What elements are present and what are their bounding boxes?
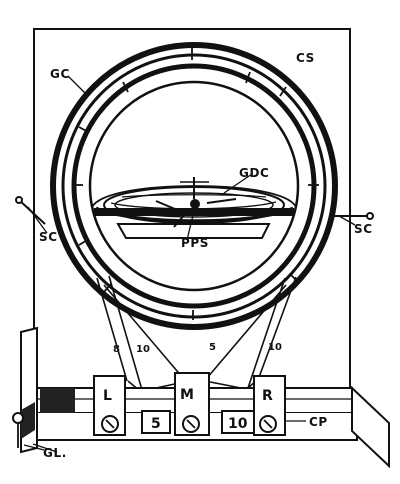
terminal-right[interactable]: R — [253, 375, 286, 436]
wire-label-left-8: 8 — [113, 344, 120, 355]
coil-box-right: 10 — [221, 410, 255, 434]
wire-label-right-10: 10 — [268, 342, 282, 353]
label-cs: CS — [296, 51, 315, 65]
terminal-left[interactable]: L — [93, 375, 126, 436]
galvanometer-coil-inner — [71, 63, 317, 309]
galvanometer-coil-middle — [61, 53, 327, 319]
wire-label-left-10: 10 — [136, 344, 150, 355]
graduated-dial — [91, 177, 297, 239]
label-gc: GC — [50, 67, 70, 81]
galvanometer-coil-outer — [50, 42, 338, 330]
label-leader-lines — [27, 75, 356, 453]
coil-box-left: 5 — [141, 410, 171, 434]
label-sc-right: SC — [354, 222, 373, 236]
label-sc-left: SC — [39, 230, 58, 244]
label-gdc: GDC — [239, 166, 269, 180]
terminal-left-label: L — [103, 388, 112, 404]
terminal-middle[interactable]: M — [174, 372, 210, 436]
coil-box-left-value: 5 — [151, 416, 161, 432]
wire-label-right-5: 5 — [209, 342, 216, 353]
right-side-screw — [332, 212, 374, 220]
label-cp: CP — [309, 415, 328, 429]
terminal-right-label: R — [262, 388, 273, 404]
compass-needles — [155, 198, 237, 228]
terminal-middle-label: M — [180, 387, 194, 403]
label-pps: PPS — [181, 236, 209, 250]
coil-wires — [96, 275, 297, 392]
coil-hatching — [72, 48, 319, 320]
coil-box-right-value: 10 — [228, 416, 248, 432]
